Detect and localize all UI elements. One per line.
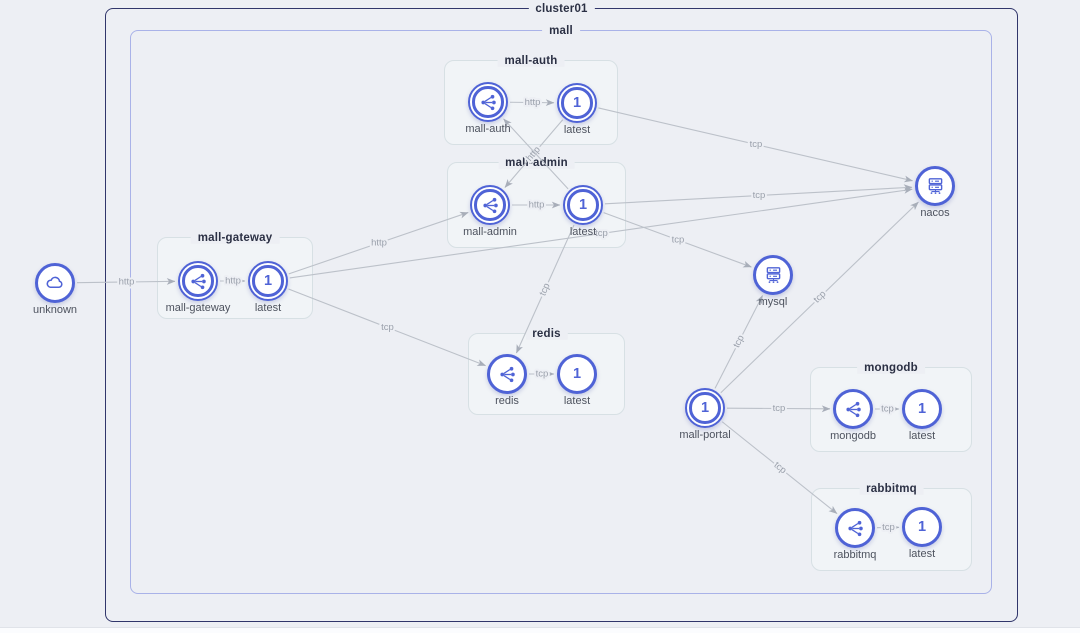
- service-icon: [845, 518, 866, 539]
- node-inner-ring: 1: [252, 265, 284, 297]
- node-mongodb-svc[interactable]: [833, 389, 873, 429]
- service-icon: [478, 92, 499, 113]
- node-mall-auth-svc[interactable]: [468, 82, 508, 122]
- server-icon: [763, 265, 784, 286]
- node-label-redis-latest: latest: [563, 395, 591, 407]
- node-label-mall-gateway-latest: latest: [254, 302, 282, 314]
- node-inner-ring: [182, 265, 214, 297]
- edge-unknown-to-mall-gateway-svc[interactable]: [76, 278, 176, 285]
- node-mongodb-latest[interactable]: 1: [902, 389, 942, 429]
- node-unknown[interactable]: [35, 263, 75, 303]
- node-label-nacos: nacos: [920, 207, 950, 219]
- edge-label-redis-svc-to-redis-latest: tcp: [536, 369, 549, 380]
- group-title-g-mall-admin: mall-admin: [498, 156, 575, 169]
- edge-mall-gateway-latest-to-nacos[interactable]: [289, 187, 913, 279]
- edge-label-rabbitmq-svc-to-rabbitmq-latest: tcp: [882, 522, 895, 533]
- workload-count-badge: 1: [263, 272, 273, 289]
- node-mall-gateway-svc[interactable]: [178, 261, 218, 301]
- node-mysql[interactable]: [753, 255, 793, 295]
- edge-mall-gateway-latest-to-mall-admin-svc[interactable]: [288, 211, 469, 275]
- edge-label-mall-gateway-latest-to-redis-svc: tcp: [381, 322, 394, 333]
- canvas-bottom-strip: [0, 627, 1080, 633]
- workload-count-badge: 1: [917, 518, 927, 535]
- node-mall-admin-latest[interactable]: 1: [563, 185, 603, 225]
- node-label-rabbitmq-latest: latest: [908, 548, 936, 560]
- node-label-mall-admin-latest: latest: [569, 226, 597, 238]
- edge-mall-admin-latest-to-mysql[interactable]: [603, 212, 752, 268]
- edge-label-mall-auth-latest-to-nacos: tcp: [750, 139, 763, 150]
- edge-label-mall-admin-latest-to-mysql: tcp: [672, 235, 685, 246]
- node-label-mongodb-svc: mongodb: [830, 430, 876, 442]
- group-title-g-mall-gateway: mall-gateway: [190, 231, 280, 244]
- node-label-unknown: unknown: [32, 304, 78, 316]
- edge-label-unknown-to-mall-gateway-svc: http: [119, 277, 135, 288]
- workload-count-badge: 1: [572, 365, 582, 382]
- node-mall-admin-svc[interactable]: [470, 185, 510, 225]
- node-inner-ring: [472, 86, 504, 118]
- edge-mall-auth-latest-to-mall-admin-svc[interactable]: [504, 119, 564, 188]
- edge-mall-admin-latest-to-mall-auth-svc[interactable]: [503, 118, 569, 190]
- node-label-mongodb-latest: latest: [908, 430, 936, 442]
- cluster-title-cluster01: cluster01: [528, 2, 595, 15]
- group-title-g-rabbitmq: rabbitmq: [859, 482, 924, 495]
- node-redis-svc[interactable]: [487, 354, 527, 394]
- node-rabbitmq-latest[interactable]: 1: [902, 507, 942, 547]
- node-label-mysql: mysql: [758, 296, 788, 308]
- cluster-box-mall: mall: [130, 24, 992, 594]
- workload-count-badge: 1: [700, 399, 710, 416]
- cluster-box-cluster01: cluster01: [105, 2, 1018, 622]
- node-inner-ring: [474, 189, 506, 221]
- edge-mall-gateway-latest-to-redis-svc[interactable]: [288, 288, 486, 367]
- workload-count-badge: 1: [917, 400, 927, 417]
- node-label-mall-gateway-svc: mall-gateway: [165, 302, 231, 314]
- edge-mall-portal-to-mysql[interactable]: [714, 295, 764, 389]
- node-rabbitmq-svc[interactable]: [835, 508, 875, 548]
- node-label-rabbitmq-svc: rabbitmq: [833, 549, 877, 561]
- service-icon: [843, 399, 864, 420]
- group-box-g-mongodb[interactable]: mongodb: [810, 361, 972, 452]
- service-icon: [188, 271, 209, 292]
- workload-count-badge: 1: [572, 94, 582, 111]
- service-icon: [480, 195, 501, 216]
- edge-label-mall-admin-svc-to-mall-admin-latest: http: [529, 200, 545, 211]
- node-nacos[interactable]: [915, 166, 955, 206]
- edge-label-mall-gateway-latest-to-nacos: tcp: [595, 228, 608, 239]
- edge-label-mall-admin-latest-to-nacos: tcp: [753, 190, 766, 201]
- edge-mall-portal-to-nacos[interactable]: [720, 201, 919, 394]
- edge-mall-admin-latest-to-redis-svc[interactable]: [515, 224, 575, 354]
- node-label-mall-auth-latest: latest: [563, 124, 591, 136]
- node-label-redis-svc: redis: [495, 395, 519, 407]
- edge-mall-admin-latest-to-nacos[interactable]: [604, 184, 913, 205]
- edge-label-mongodb-svc-to-mongodb-latest: tcp: [881, 404, 894, 415]
- node-label-mall-admin-svc: mall-admin: [463, 226, 517, 238]
- node-redis-latest[interactable]: 1: [557, 354, 597, 394]
- node-inner-ring: 1: [689, 392, 721, 424]
- edge-mall-portal-to-rabbitmq-svc[interactable]: [721, 421, 838, 515]
- cloud-icon: [44, 272, 66, 294]
- edge-label-mall-gateway-latest-to-mall-admin-svc: http: [371, 238, 387, 249]
- group-title-g-redis: redis: [525, 327, 568, 340]
- node-mall-auth-latest[interactable]: 1: [557, 83, 597, 123]
- edge-label-mall-portal-to-mongodb-svc: tcp: [773, 403, 786, 414]
- service-icon: [497, 364, 518, 385]
- node-label-mall-portal: mall-portal: [679, 429, 731, 441]
- edge-label-mall-gateway-svc-to-mall-gateway-latest: http: [225, 276, 241, 287]
- workload-count-badge: 1: [578, 196, 588, 213]
- node-inner-ring: 1: [561, 87, 593, 119]
- edge-label-mall-auth-svc-to-mall-auth-latest: http: [525, 97, 541, 108]
- edge-mall-portal-to-mongodb-svc[interactable]: [726, 405, 831, 413]
- node-mall-portal[interactable]: 1: [685, 388, 725, 428]
- node-mall-gateway-latest[interactable]: 1: [248, 261, 288, 301]
- cluster-title-mall: mall: [542, 24, 580, 37]
- server-icon: [925, 176, 946, 197]
- edge-mall-auth-latest-to-nacos[interactable]: [598, 107, 913, 183]
- group-title-g-mongodb: mongodb: [857, 361, 925, 374]
- group-title-g-mall-auth: mall-auth: [497, 54, 565, 67]
- node-inner-ring: 1: [567, 189, 599, 221]
- node-label-mall-auth-svc: mall-auth: [465, 123, 511, 135]
